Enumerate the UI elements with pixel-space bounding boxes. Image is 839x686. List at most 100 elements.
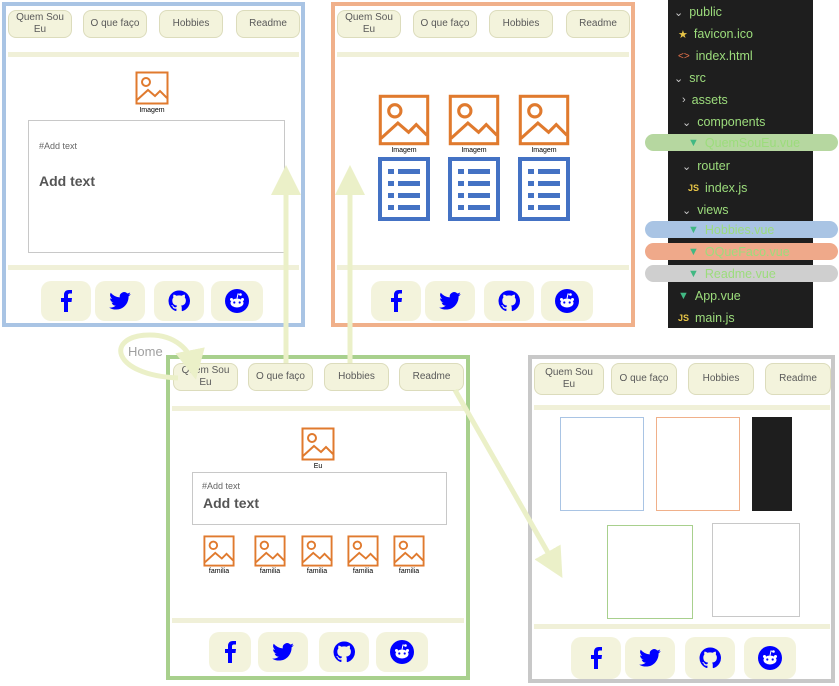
thumb-quem-sou-eu: [560, 417, 644, 511]
tree-item-views[interactable]: ⌄views: [682, 203, 729, 217]
tree-item-hobbies-vue[interactable]: ▼Hobbies.vue: [688, 223, 775, 237]
about-text-box: #Add text Add text: [28, 120, 285, 253]
twitter-button[interactable]: [258, 632, 308, 672]
header-divider: [534, 405, 830, 410]
reddit-button[interactable]: [744, 637, 796, 679]
tree-item-assets[interactable]: ›assets: [682, 93, 728, 107]
github-icon: [168, 290, 190, 312]
chevron-down-icon: ⌄: [682, 160, 692, 173]
github-button[interactable]: [154, 281, 204, 321]
profile-image-icon: [301, 427, 335, 461]
work-image-icon: [448, 94, 500, 146]
nav-o-que-faco-button[interactable]: O que faço: [611, 363, 677, 395]
reddit-button[interactable]: [541, 281, 593, 321]
family-image-caption: familia: [352, 568, 374, 575]
thumb-o-que-faco: [656, 417, 740, 511]
tree-item-favicon[interactable]: ★favicon.ico: [678, 27, 753, 41]
highlight-readme: [645, 265, 838, 282]
tree-item-readme-vue[interactable]: ▼Readme.vue: [688, 267, 776, 281]
thumb-readme: [712, 523, 800, 617]
nav-quem-sou-eu-button[interactable]: Quem Sou Eu: [337, 10, 401, 38]
family-image-icon: [203, 535, 235, 567]
quem-sou-eu-frame: Quem Sou Eu O que faço Hobbies Readme Im…: [2, 2, 305, 327]
list-icon: [448, 157, 500, 221]
family-image-caption: familia: [208, 568, 230, 575]
chevron-down-icon: ⌄: [674, 6, 684, 19]
github-icon: [498, 290, 520, 312]
nav-quem-sou-eu-button[interactable]: Quem Sou Eu: [8, 10, 72, 38]
tree-item-router[interactable]: ⌄router: [682, 159, 730, 173]
facebook-icon: [391, 290, 402, 312]
tree-item-components[interactable]: ⌄components: [682, 115, 766, 129]
family-image-icon: [347, 535, 379, 567]
tree-item-quem-sou-eu-vue[interactable]: ▼QuemSouEu.vue: [688, 136, 801, 150]
text-hint: #Add text: [39, 141, 78, 151]
nav-o-que-faco-button[interactable]: O que faço: [413, 10, 477, 38]
html-icon: <>: [678, 50, 690, 62]
family-image-caption: familia: [306, 568, 328, 575]
chevron-down-icon: ⌄: [674, 72, 684, 85]
nav-o-que-faco-button[interactable]: O que faço: [248, 363, 313, 391]
tree-item-public[interactable]: ⌄public: [674, 5, 722, 19]
star-icon: ★: [678, 28, 688, 41]
chevron-right-icon: ›: [682, 94, 686, 106]
tree-item-src[interactable]: ⌄src: [674, 71, 706, 85]
reddit-button[interactable]: [376, 632, 428, 672]
home-label: Home: [128, 344, 163, 359]
facebook-button[interactable]: [41, 281, 91, 321]
tree-item-index-html[interactable]: <>index.html: [678, 49, 753, 63]
footer-divider: [8, 265, 299, 270]
nav-readme-button[interactable]: Readme: [566, 10, 630, 38]
facebook-icon: [591, 647, 602, 669]
facebook-button[interactable]: [371, 281, 421, 321]
home-frame: Quem Sou Eu O que faço Hobbies Readme Eu…: [166, 355, 470, 680]
vue-icon: ▼: [688, 246, 699, 258]
reddit-button[interactable]: [211, 281, 263, 321]
header-divider: [337, 52, 629, 57]
tree-item-app-vue[interactable]: ▼App.vue: [678, 289, 741, 303]
footer-divider: [337, 265, 629, 270]
github-button[interactable]: [685, 637, 735, 679]
nav-readme-button[interactable]: Readme: [765, 363, 831, 395]
nav-readme-button[interactable]: Readme: [236, 10, 300, 38]
nav-quem-sou-eu-button[interactable]: Quem Sou Eu: [173, 363, 238, 391]
reddit-icon: [225, 289, 249, 313]
chevron-down-icon: ⌄: [682, 204, 692, 217]
tree-item-o-que-faco-vue[interactable]: ▼OQueFaco.vue: [688, 245, 790, 259]
twitter-button[interactable]: [625, 637, 675, 679]
reddit-icon: [390, 640, 414, 664]
nav-hobbies-button[interactable]: Hobbies: [489, 10, 553, 38]
family-image-caption: familia: [259, 568, 281, 575]
facebook-button[interactable]: [571, 637, 621, 679]
o-que-faco-frame: Quem Sou Eu O que faço Hobbies Readme Im…: [331, 2, 635, 327]
profile-image-icon: [135, 71, 169, 105]
twitter-icon: [272, 643, 294, 661]
github-icon: [333, 641, 355, 663]
facebook-button[interactable]: [209, 632, 251, 672]
nav-hobbies-button[interactable]: Hobbies: [688, 363, 754, 395]
list-icon: [518, 157, 570, 221]
work-image-icon: [518, 94, 570, 146]
diagram-thumbnail: [552, 415, 812, 621]
text-hint: #Add text: [202, 481, 241, 491]
text-title: Add text: [203, 495, 259, 511]
facebook-icon: [61, 290, 72, 312]
js-icon: JS: [678, 313, 690, 323]
highlight-hobbies: [645, 221, 838, 238]
github-button[interactable]: [484, 281, 534, 321]
thumb-home: [607, 525, 693, 619]
nav-readme-button[interactable]: Readme: [399, 363, 464, 391]
work-image-icon: [378, 94, 430, 146]
nav-o-que-faco-button[interactable]: O que faço: [83, 10, 147, 38]
nav-quem-sou-eu-button[interactable]: Quem Sou Eu: [534, 363, 604, 395]
nav-hobbies-button[interactable]: Hobbies: [159, 10, 223, 38]
work-image-caption: Imagem: [461, 147, 487, 154]
nav-hobbies-button[interactable]: Hobbies: [324, 363, 389, 391]
twitter-button[interactable]: [425, 281, 475, 321]
twitter-button[interactable]: [95, 281, 145, 321]
github-button[interactable]: [319, 632, 369, 672]
footer-divider: [172, 618, 464, 623]
work-image-caption: Imagem: [531, 147, 557, 154]
